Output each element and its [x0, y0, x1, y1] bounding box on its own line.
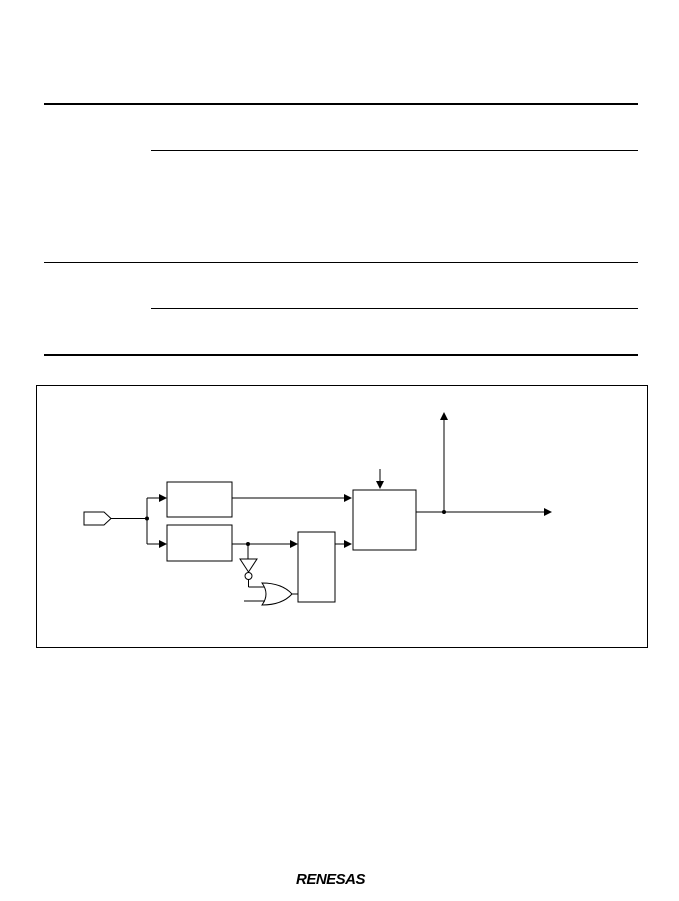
inverter-bubble: [244, 572, 253, 580]
block-middle: [297, 531, 336, 603]
renesas-logo: RENESAS: [296, 869, 390, 889]
table-top-rule: [44, 103, 638, 105]
table-bottom-rule: [44, 354, 638, 356]
table-row1-inner-rule: [151, 150, 638, 151]
inverter-triangle: [239, 558, 258, 573]
table-row2-inner-rule: [151, 308, 638, 309]
input-pin: [83, 511, 112, 526]
figure-frame: [36, 385, 648, 648]
or-gate: [261, 582, 293, 606]
renesas-logo-mark: RENESAS: [296, 871, 366, 888]
block-upper: [166, 481, 233, 518]
block-right: [352, 489, 417, 551]
block-lower: [166, 524, 233, 562]
table-row-separator-rule: [44, 262, 638, 263]
svg-text:RENESAS: RENESAS: [296, 871, 366, 888]
